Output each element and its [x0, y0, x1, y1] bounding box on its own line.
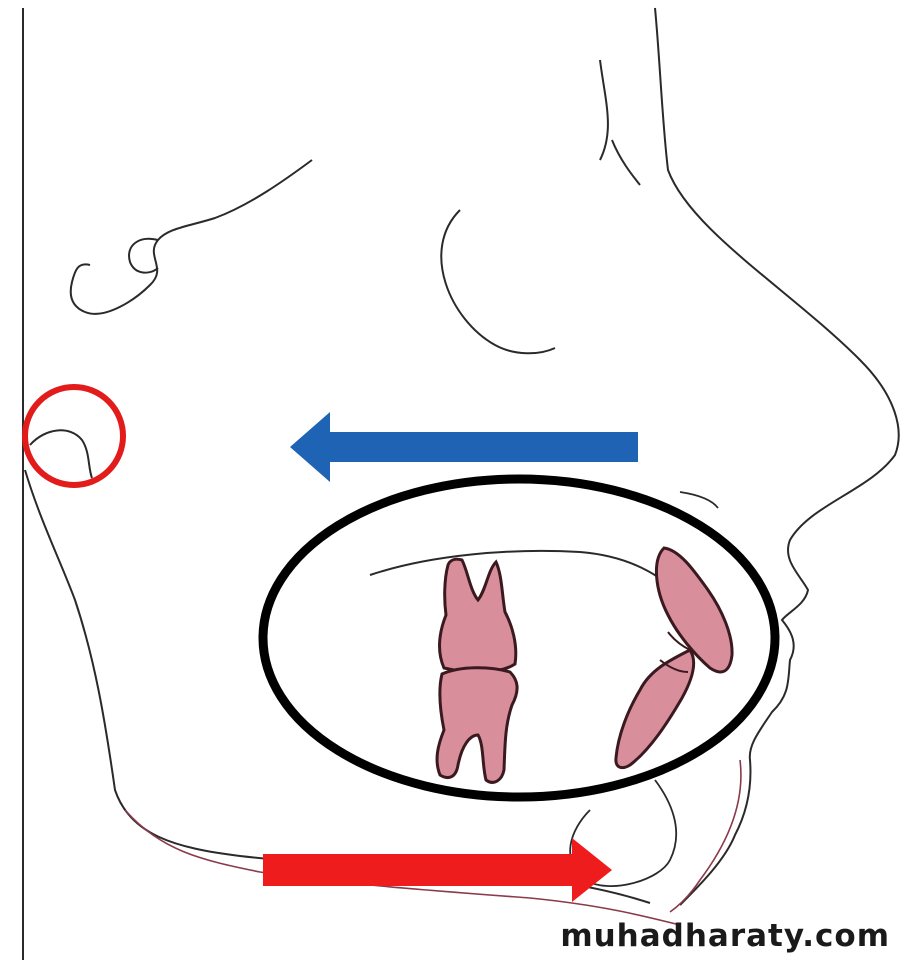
orbit-outline — [441, 210, 555, 353]
red-right-arrow — [263, 838, 612, 902]
facial-profile-outline — [655, 8, 899, 905]
palatal-plane-line — [370, 551, 680, 595]
mandible-outline — [25, 470, 650, 903]
lower-incisor — [616, 650, 694, 768]
lower-molar — [437, 668, 517, 783]
upper-incisor — [656, 548, 732, 672]
glabella-mark — [600, 60, 640, 185]
chin-outline-secondary — [670, 760, 741, 912]
watermark-text: muhadharaty.com — [560, 918, 890, 954]
cranial-base-outline — [71, 160, 312, 314]
blue-left-arrow — [290, 412, 638, 482]
upper-molar — [440, 559, 516, 672]
